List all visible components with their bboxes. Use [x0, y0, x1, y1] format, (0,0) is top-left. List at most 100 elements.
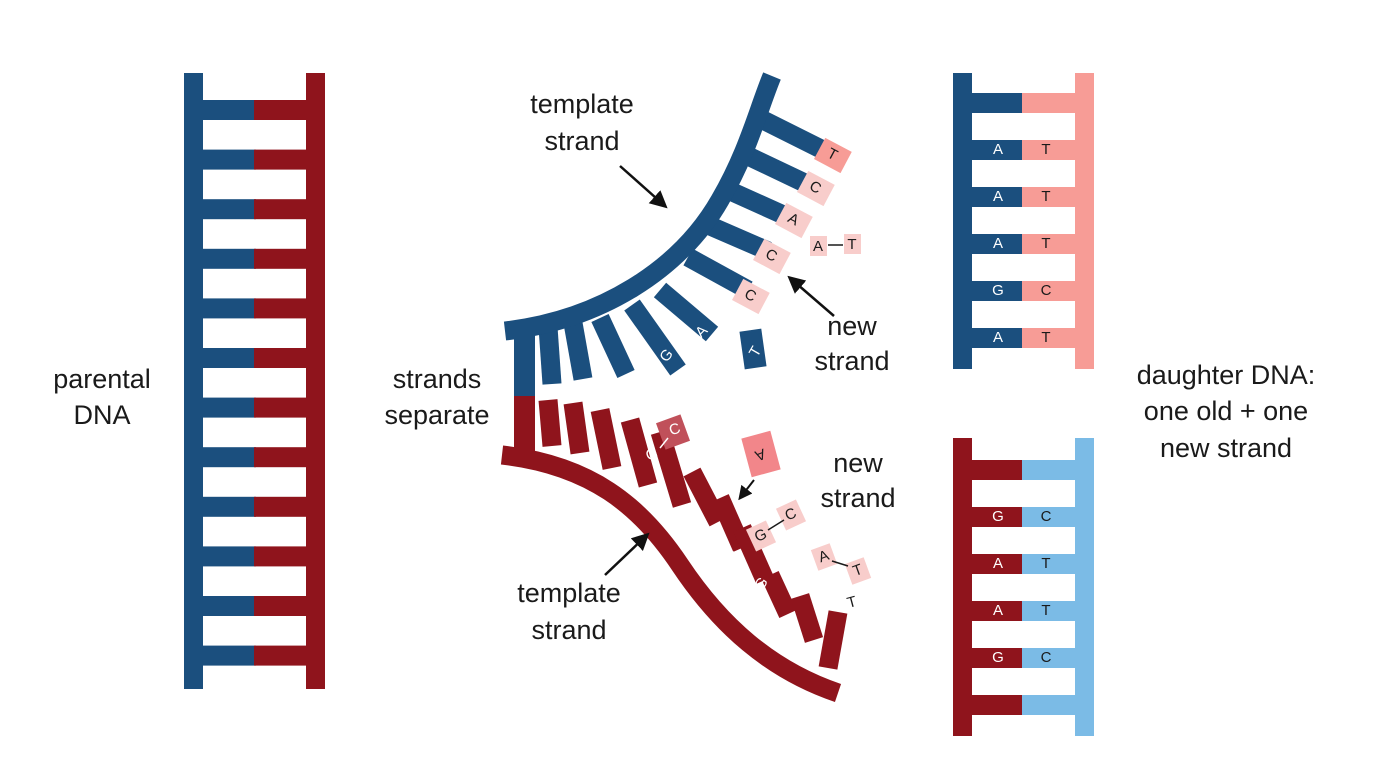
- new-strand-bottom-label-line1: new: [833, 448, 883, 478]
- fork-bottom-rung: [818, 610, 848, 670]
- daughter-top-new-base: T: [1041, 141, 1050, 158]
- daughter-bottom-rung-new-half: [1022, 507, 1078, 527]
- fork-top-new-nucleotide: [732, 278, 770, 315]
- parental-rung-blue-half: [200, 199, 256, 220]
- parental-rung-red-half: [254, 447, 310, 468]
- parental-rung-red-half: [254, 248, 310, 269]
- fork-top-new-nucleotide: [775, 202, 813, 239]
- parental-rung-blue-half: [200, 248, 256, 269]
- parental-rung-blue-half: [200, 397, 256, 418]
- daughter-top-rung-new-half: [1022, 93, 1078, 113]
- daughter-bottom-new-base: C: [1041, 508, 1052, 525]
- fork-bottom-paired-bond: [659, 437, 669, 449]
- daughter-top-new-backbone: [1075, 73, 1094, 369]
- fork-bottom-paired-base: G: [643, 445, 660, 465]
- fork-top-rung: [741, 146, 814, 194]
- new-strand-top-arrow: [787, 275, 835, 317]
- parental-rung-blue-half: [200, 645, 256, 666]
- daughter-bottom-rung-old-half: [968, 460, 1024, 480]
- daughter-label-line1: daughter DNA:: [1137, 360, 1316, 390]
- daughter-top-rung-new-half: [1022, 234, 1078, 254]
- fork-top-rung: [624, 299, 686, 376]
- new-strand-bottom-label-line2: strand: [820, 483, 895, 513]
- daughter-bottom-rung-new-half: [1022, 695, 1078, 715]
- daughter-top-rung-new-half: [1022, 328, 1078, 348]
- parental-rung-blue-half: [200, 546, 256, 567]
- daughter-bottom-rung-new-half: [1022, 648, 1078, 668]
- parental-rung-red-half: [254, 496, 310, 517]
- daughter-top-rung-old-half: [968, 187, 1024, 207]
- parental-rungs: [200, 100, 310, 666]
- parental-rung-blue-half: [200, 447, 256, 468]
- fork-bottom-template-rungs: [538, 399, 848, 670]
- fork-bottom-rung: [733, 524, 774, 584]
- template-strand-top-label-line1: template: [530, 89, 634, 119]
- parental-rung-blue-half: [200, 149, 256, 170]
- daughter-top-rungs: [968, 93, 1078, 348]
- daughter-bottom-new-base: T: [1041, 602, 1050, 619]
- free-nucleotide-pair-top: A T: [810, 234, 861, 256]
- fork-top-new-nucleotide: [797, 170, 835, 207]
- daughter-top-old-base: A: [993, 329, 1003, 346]
- fork-top-stem: [514, 331, 535, 398]
- fork-top-new-nucleotide: [753, 238, 791, 275]
- daughter-top-old-base: A: [993, 188, 1003, 205]
- daughter-bottom-rungs: [968, 460, 1078, 715]
- parental-rung-red-half: [254, 596, 310, 616]
- fork-bottom-rung: [683, 467, 727, 527]
- fork-bottom-incoming-nucleotide: [741, 430, 781, 478]
- parental-rung-red-half: [254, 199, 310, 220]
- fork-top-rung: [704, 216, 772, 260]
- parental-label-line1: parental: [53, 364, 151, 394]
- fork-top-rung: [591, 313, 635, 379]
- daughter-top-old-base: A: [993, 235, 1003, 252]
- strands-separate-label-line2: separate: [384, 400, 489, 430]
- fork-top-rung: [653, 282, 719, 342]
- daughter-label-line3: new strand: [1160, 433, 1292, 463]
- incoming-nucleotide-arrow: [738, 479, 755, 501]
- parental-rung-blue-half: [200, 348, 256, 368]
- daughter-bottom-new-base: T: [1041, 555, 1050, 572]
- daughter-bottom-rung-old-half: [968, 554, 1024, 574]
- daughter-bottom-rung-new-half: [1022, 601, 1078, 621]
- fork-bottom-pair-2-t: [844, 557, 872, 585]
- daughter-top-new-base: T: [1041, 329, 1050, 346]
- free-nucleotide-a: [810, 236, 827, 256]
- daughter-bottom-old-backbone: [953, 438, 972, 736]
- parental-rung-blue-half: [200, 100, 256, 120]
- daughter-bottom-new-base: C: [1041, 649, 1052, 666]
- daughter-bottom-rung-new-half: [1022, 554, 1078, 574]
- parental-rung-red-half: [254, 348, 310, 368]
- fork-top-new-nucleotide: [814, 137, 852, 174]
- new-strand-top-label-line2: strand: [814, 346, 889, 376]
- fork-top-detached-nucleotide: [739, 328, 767, 370]
- daughter-bottom-rung-old-half: [968, 507, 1024, 527]
- fork-bottom-rung: [563, 401, 590, 455]
- parental-rung-blue-half: [200, 298, 256, 319]
- parental-rung-red-half: [254, 100, 310, 120]
- fork-top-rung: [758, 111, 828, 159]
- daughter-bottom-new-backbone: [1075, 438, 1094, 736]
- fork-bottom-pair-1-g: [745, 520, 777, 552]
- daughter-bottom-old-base: G: [992, 649, 1004, 666]
- daughter-top-rung-new-half: [1022, 187, 1078, 207]
- parental-rung-red-half: [254, 397, 310, 418]
- fork-bottom-pair-2-bond: [831, 560, 849, 567]
- fork-bottom-pair-2-a: [810, 543, 838, 571]
- parental-dna-ladder: [184, 73, 325, 689]
- parental-rung-blue-half: [200, 596, 256, 616]
- daughter-bottom-rung-new-half: [1022, 460, 1078, 480]
- free-nucleotide-t: [844, 234, 861, 254]
- fork-bottom-template-backbone: [500, 445, 842, 702]
- fork-top-template-rungs: [538, 111, 828, 385]
- fork-bottom-pair-1-c: [775, 499, 807, 531]
- fork-bottom-loose-base: T: [845, 593, 858, 612]
- fork-bottom-rung: [620, 417, 658, 488]
- daughter-top-old-base: G: [992, 282, 1004, 299]
